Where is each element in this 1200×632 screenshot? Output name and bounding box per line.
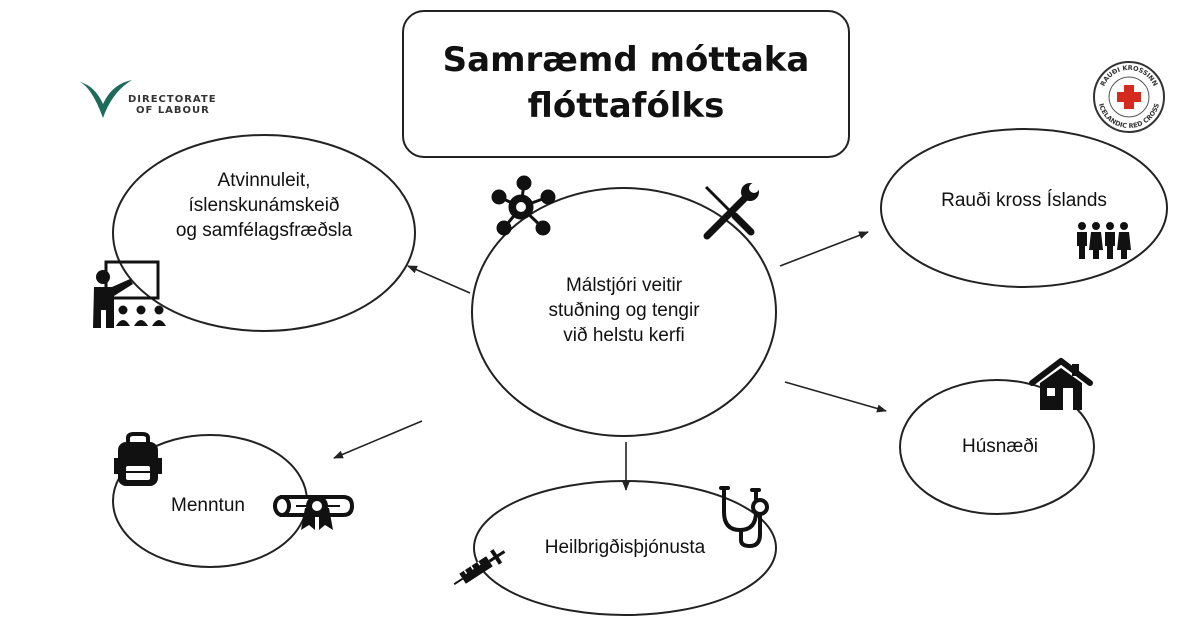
arrow-to-red-cross (779, 231, 869, 267)
arrow-to-employment (407, 265, 471, 294)
network-icon (491, 175, 556, 236)
stethoscope-icon (719, 486, 769, 549)
center-ellipse (471, 187, 777, 437)
employment-line-2: íslenskunámskeið (188, 195, 340, 216)
title-line-2: flóttafólks (527, 86, 725, 126)
employment-node-label: Atvinnuleit, íslenskunámskeið og samféla… (134, 168, 394, 243)
diagram-title: Samræmd móttaka flóttafólks (402, 10, 850, 158)
people-icon (1077, 222, 1131, 259)
employment-ellipse (112, 134, 416, 332)
employment-line-1: Atvinnuleit, (217, 170, 311, 191)
education-node-label: Menntun (171, 495, 245, 516)
arrow-to-housing (784, 381, 887, 413)
housing-node-label: Húsnæði (961, 436, 1039, 457)
arrow-to-education (333, 420, 423, 459)
center-line-3: við helstu kerfi (563, 325, 685, 346)
directorate-of-labour-logo-text: DIRECTORATE OF LABOUR (128, 94, 217, 116)
center-line-2: stuðning og tengir (548, 300, 700, 321)
syringe-icon (453, 549, 506, 585)
teacher-icon (93, 260, 166, 328)
diploma-icon (273, 495, 355, 530)
tools-icon (703, 183, 759, 240)
housing-ellipse (899, 379, 1095, 515)
red-cross-node-label: Rauði kross Íslands (941, 190, 1107, 211)
center-node-label: Málstjóri veitir stuðning og tengir við … (494, 273, 754, 348)
house-icon (1029, 358, 1093, 410)
title-line-1: Samræmd móttaka (442, 40, 810, 81)
center-line-1: Málstjóri veitir (565, 275, 683, 296)
red-cross-logo: RAUÐI KROSSINN ICELANDIC RED CROSS (1093, 61, 1165, 133)
red-cross-ellipse (880, 128, 1168, 288)
directorate-of-labour-logo (80, 80, 132, 118)
backpack-icon (114, 432, 162, 486)
employment-line-3: og samfélagsfræðsla (175, 220, 353, 241)
directorate-logo-line1: DIRECTORATE (128, 94, 217, 105)
health-node-label: Heilbrigðisþjónusta (544, 537, 706, 558)
directorate-logo-line2: OF LABOUR (136, 105, 210, 116)
